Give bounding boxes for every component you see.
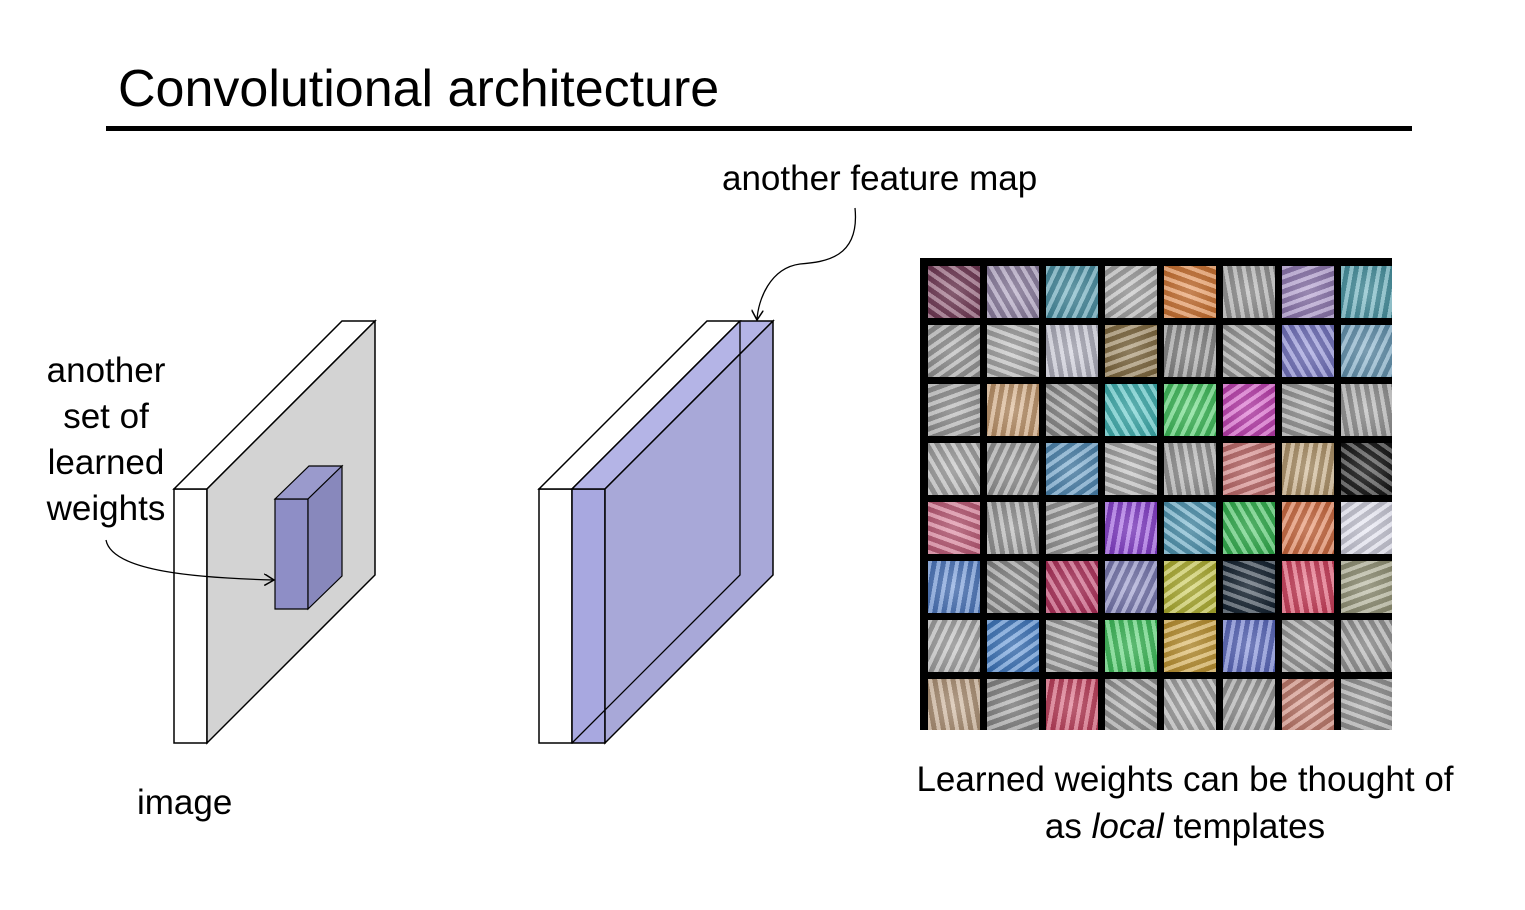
weights-label-line-2: set of (63, 397, 149, 436)
filter-cell (1341, 443, 1392, 495)
feature-map-layer-side (604, 319, 774, 745)
feature-map-label: another feature map (722, 159, 1038, 198)
weights-label-line-4: weights (46, 489, 166, 528)
filter-cell (1223, 325, 1275, 377)
filter-cell (1164, 679, 1216, 730)
filter-cell (1164, 502, 1216, 554)
caption-line-2-before: as (1044, 807, 1092, 846)
filter-cell (1223, 443, 1275, 495)
filter-cell (1282, 502, 1334, 554)
weights-label-line-3: learned (47, 443, 165, 482)
filter-cell (1105, 620, 1157, 672)
filter-cell (987, 384, 1039, 436)
filter-cell (1164, 620, 1216, 672)
filter-cell (1282, 266, 1334, 318)
filter-cell (1105, 502, 1157, 554)
filter-cell (1105, 443, 1157, 495)
filter-cell (1046, 266, 1098, 318)
filter-cell (987, 325, 1039, 377)
feature-map-volume (537, 319, 775, 745)
weights-arrow (105, 539, 274, 580)
caption-line-2: as local templates (880, 803, 1490, 850)
filter-cell (1105, 679, 1157, 730)
title-underline (106, 126, 1412, 131)
filter-cell (1223, 679, 1275, 730)
filter-cell (1105, 561, 1157, 613)
filter-cell (1282, 561, 1334, 613)
weights-box-front (274, 498, 309, 610)
filter-cell (1105, 384, 1157, 436)
filter-cell (1164, 266, 1216, 318)
caption: Learned weights can be thought of as loc… (880, 756, 1490, 850)
filter-cell (928, 561, 980, 613)
filter-cell (1046, 502, 1098, 554)
filter-cell (1282, 384, 1334, 436)
filter-cell (987, 266, 1039, 318)
weights-box (273, 464, 344, 611)
filter-cell (1223, 620, 1275, 672)
filter-cell (1282, 620, 1334, 672)
feature-map-back-front (538, 488, 573, 744)
filter-cell (1282, 679, 1334, 730)
filter-cell (987, 443, 1039, 495)
filter-cell (987, 561, 1039, 613)
weights-label: another set of learned weights (20, 348, 192, 532)
filter-cell (928, 620, 980, 672)
learned-filters-grid (920, 258, 1392, 730)
filter-cell (1164, 443, 1216, 495)
caption-italic-word: local (1091, 807, 1164, 846)
filter-cell (1341, 502, 1392, 554)
filter-cell (1223, 266, 1275, 318)
caption-line-1: Learned weights can be thought of (916, 760, 1454, 799)
filter-cell (1046, 325, 1098, 377)
filter-cell (1105, 325, 1157, 377)
filter-cell (987, 620, 1039, 672)
filter-cell (928, 266, 980, 318)
filter-cell (987, 679, 1039, 730)
filter-cell (1164, 561, 1216, 613)
filter-cell (1046, 443, 1098, 495)
filter-cell (1046, 679, 1098, 730)
filter-cell (1282, 325, 1334, 377)
filter-cell (928, 325, 980, 377)
weights-label-line-1: another (46, 351, 166, 390)
feature-map-hidden-edge (571, 321, 741, 744)
filter-cell (1046, 561, 1098, 613)
filter-cell (1223, 384, 1275, 436)
filter-cell (1105, 266, 1157, 318)
filter-cell (928, 384, 980, 436)
filter-cell (1341, 384, 1392, 436)
filter-cell (1282, 443, 1334, 495)
filter-cell (928, 502, 980, 554)
caption-line-2-after: templates (1163, 807, 1326, 846)
filter-cell (928, 443, 980, 495)
filter-cell (1164, 325, 1216, 377)
feature-map-arrow (757, 207, 857, 320)
filter-cell (1341, 266, 1392, 318)
filter-cell (928, 679, 980, 730)
feature-map-layer-front (571, 488, 606, 744)
filter-cell (1164, 384, 1216, 436)
filter-cell (1046, 384, 1098, 436)
filter-cell (1341, 325, 1392, 377)
filter-cell (1223, 561, 1275, 613)
filter-cell (1223, 502, 1275, 554)
slide-title: Convolutional architecture (118, 60, 720, 118)
filter-cell (1341, 620, 1392, 672)
filter-cell (1341, 561, 1392, 613)
filter-cell (987, 502, 1039, 554)
image-label: image (137, 783, 233, 822)
filter-cell (1046, 620, 1098, 672)
filter-cell (1341, 679, 1392, 730)
weights-box-side (307, 464, 343, 611)
